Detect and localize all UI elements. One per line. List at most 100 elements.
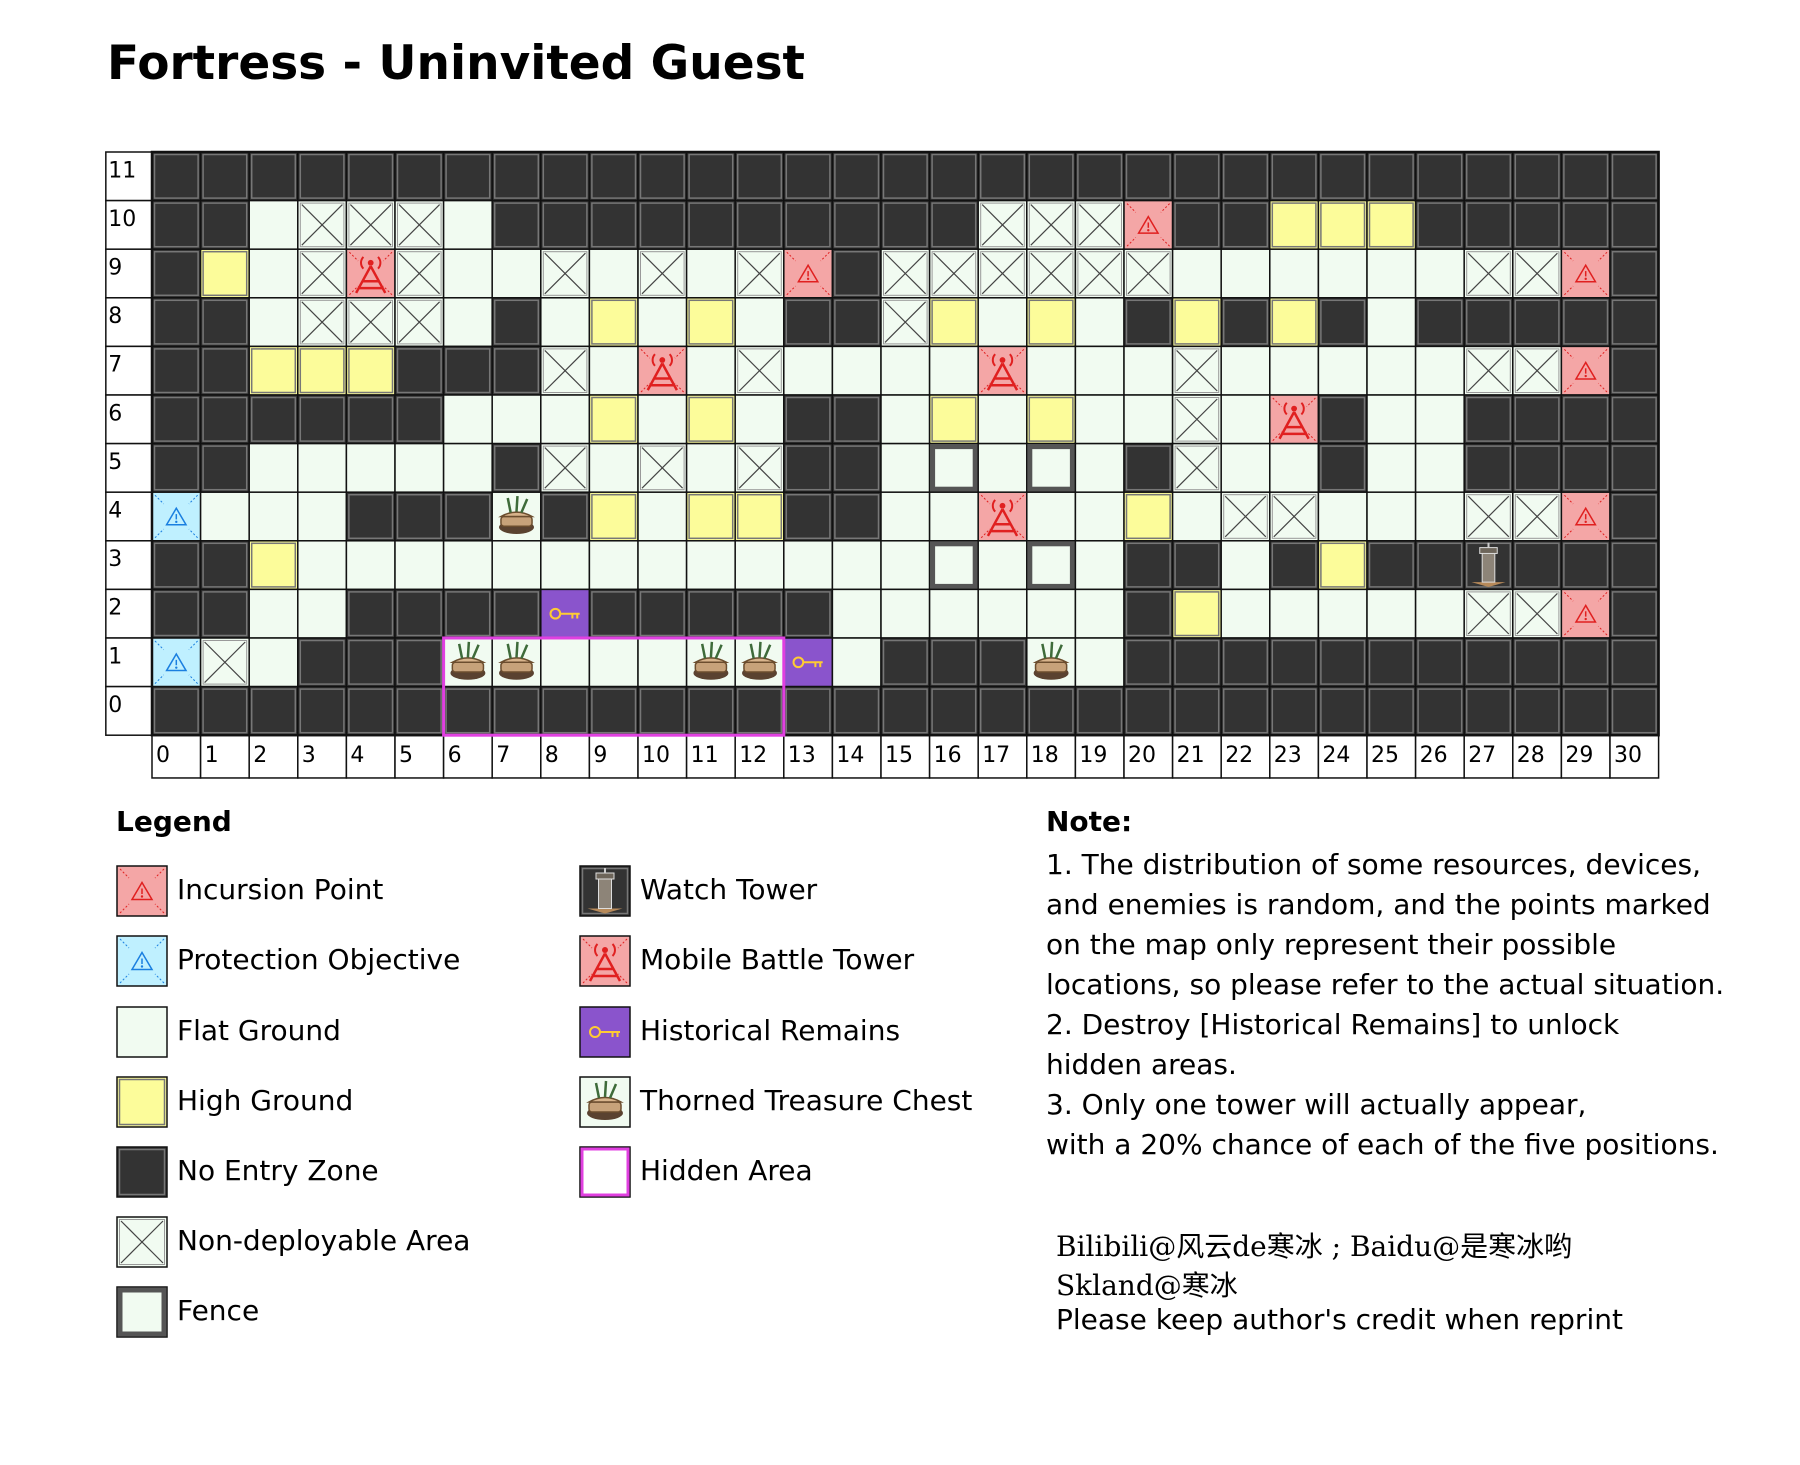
flat-ground-tile [685, 540, 736, 591]
mobile-battle-tower-tile [637, 345, 688, 396]
flat-ground-tile [1366, 394, 1417, 445]
no-entry-tile [248, 685, 299, 736]
no-entry-tile [1366, 540, 1417, 591]
incursion-point-tile [1560, 248, 1611, 299]
non-deployable-tile [734, 248, 785, 299]
historical-remains-tile [540, 588, 591, 639]
no-entry-tile [1074, 685, 1125, 736]
map-frame [150, 150, 1660, 737]
no-entry-tile [394, 345, 445, 396]
no-entry-tile [977, 637, 1028, 688]
non-deployable-tile [1463, 588, 1514, 639]
column-label: 11 [691, 743, 719, 768]
incursion-point-icon [116, 865, 168, 917]
non-deployable-tile [637, 442, 688, 493]
column-label: 15 [885, 743, 913, 768]
non-deployable-tile [1463, 345, 1514, 396]
flat-ground-tile [540, 297, 591, 348]
legend-fence-label: Fence [177, 1294, 260, 1327]
row-label-cell [105, 637, 153, 688]
no-entry-tile [1560, 151, 1611, 202]
column-label: 10 [642, 743, 670, 768]
flat-ground-tile [540, 540, 591, 591]
high-ground-tile [685, 491, 736, 542]
treasure-chest-tile [734, 637, 785, 688]
no-entry-tile [1317, 637, 1368, 688]
non-deployable-tile [394, 199, 445, 250]
watch-tower-icon [579, 865, 631, 917]
no-entry-tile [199, 345, 250, 396]
flat-ground-tile [977, 540, 1028, 591]
flat-ground-tile [1220, 442, 1271, 493]
no-entry-tile [1026, 685, 1077, 736]
no-entry-tile [977, 685, 1028, 736]
flat-ground-tile [588, 345, 639, 396]
no-entry-tile [685, 151, 736, 202]
flat-ground-tile [1366, 442, 1417, 493]
no-entry-tile [297, 151, 348, 202]
flat-ground-tile [248, 248, 299, 299]
no-entry-tile [248, 394, 299, 445]
flat-ground-tile [637, 540, 688, 591]
no-entry-tile [540, 199, 591, 250]
flat-ground-tile [831, 540, 882, 591]
treasure-chest-tile [442, 637, 493, 688]
no-entry-tile [1463, 199, 1514, 250]
non-deployable-tile [1512, 248, 1563, 299]
column-label: 27 [1468, 743, 1496, 768]
no-entry-tile [151, 588, 202, 639]
treasure-chest-tile [1026, 637, 1077, 688]
high-ground-tile [1026, 394, 1077, 445]
column-label: 12 [739, 743, 767, 768]
no-entry-tile [1366, 637, 1417, 688]
flat-ground-tile [1026, 345, 1077, 396]
no-entry-tile [1171, 685, 1222, 736]
no-entry-tile [199, 588, 250, 639]
legend-no-entry-label: No Entry Zone [177, 1154, 379, 1187]
no-entry-tile [588, 199, 639, 250]
column-label: 20 [1128, 743, 1156, 768]
flat-ground-tile [831, 588, 882, 639]
flat-ground-tile [928, 491, 979, 542]
treasure-chest-tile [491, 491, 542, 542]
mobile-battle-tower-tile [1269, 394, 1320, 445]
high-ground-tile [199, 248, 250, 299]
high-ground-tile [588, 297, 639, 348]
flat-ground-tile [1414, 491, 1465, 542]
incursion-point-tile [1123, 199, 1174, 250]
no-entry-tile [1560, 442, 1611, 493]
flat-ground-tile [831, 345, 882, 396]
note-line: 3. Only one tower will actually appear, [1046, 1088, 1587, 1121]
no-entry-tile [442, 491, 493, 542]
flat-ground-tile [491, 540, 542, 591]
no-entry-tile [1609, 588, 1660, 639]
column-label: 8 [545, 743, 559, 768]
flat-ground-tile [199, 491, 250, 542]
no-entry-tile [1609, 540, 1660, 591]
no-entry-tile [151, 297, 202, 348]
flat-ground-tile [297, 588, 348, 639]
non-deployable-tile [540, 345, 591, 396]
no-entry-tile [734, 685, 785, 736]
no-entry-tile [1463, 297, 1514, 348]
flat-ground-tile [1074, 588, 1125, 639]
no-entry-tile [1414, 637, 1465, 688]
column-label-cell [588, 734, 639, 779]
no-entry-tile [1269, 540, 1320, 591]
row-label: 11 [108, 158, 136, 183]
no-entry-tile [1171, 637, 1222, 688]
no-entry-tile [151, 345, 202, 396]
flat-ground-tile [1414, 345, 1465, 396]
credit-line-bilibili: Bilibili@风云de寒冰 ; Baidu@是寒冰哟 [1056, 1230, 1573, 1263]
high-ground-swatch [116, 1076, 168, 1128]
no-entry-tile [685, 588, 736, 639]
flat-ground-tile [1074, 297, 1125, 348]
non-deployable-tile [1026, 248, 1077, 299]
watch-tower-tile [1463, 540, 1514, 591]
flat-ground-tile [540, 394, 591, 445]
non-deployable-tile [345, 199, 396, 250]
no-entry-tile [1609, 297, 1660, 348]
no-entry-tile [442, 588, 493, 639]
flat-ground-tile [1220, 345, 1271, 396]
